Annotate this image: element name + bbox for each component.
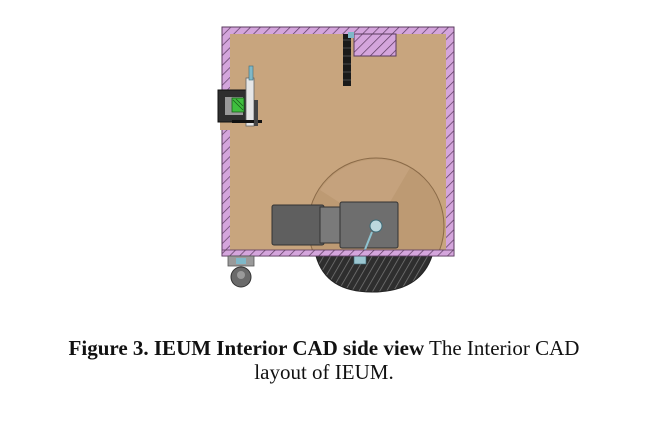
caster-wheel xyxy=(227,255,255,288)
linear-rail xyxy=(343,32,354,86)
cad-figure xyxy=(217,26,455,293)
drive-motor xyxy=(271,201,399,265)
figure-caption-label: Figure 3. IEUM Interior CAD side view xyxy=(68,336,425,360)
drive-wheel-tire xyxy=(315,255,433,293)
top-mount-block xyxy=(353,33,397,57)
figure-caption-text: The Interior CAD layout of IEUM. xyxy=(254,336,580,384)
camera-sensor-assembly xyxy=(217,65,262,127)
figure-caption: Figure 3. IEUM Interior CAD side view Th… xyxy=(40,336,608,384)
